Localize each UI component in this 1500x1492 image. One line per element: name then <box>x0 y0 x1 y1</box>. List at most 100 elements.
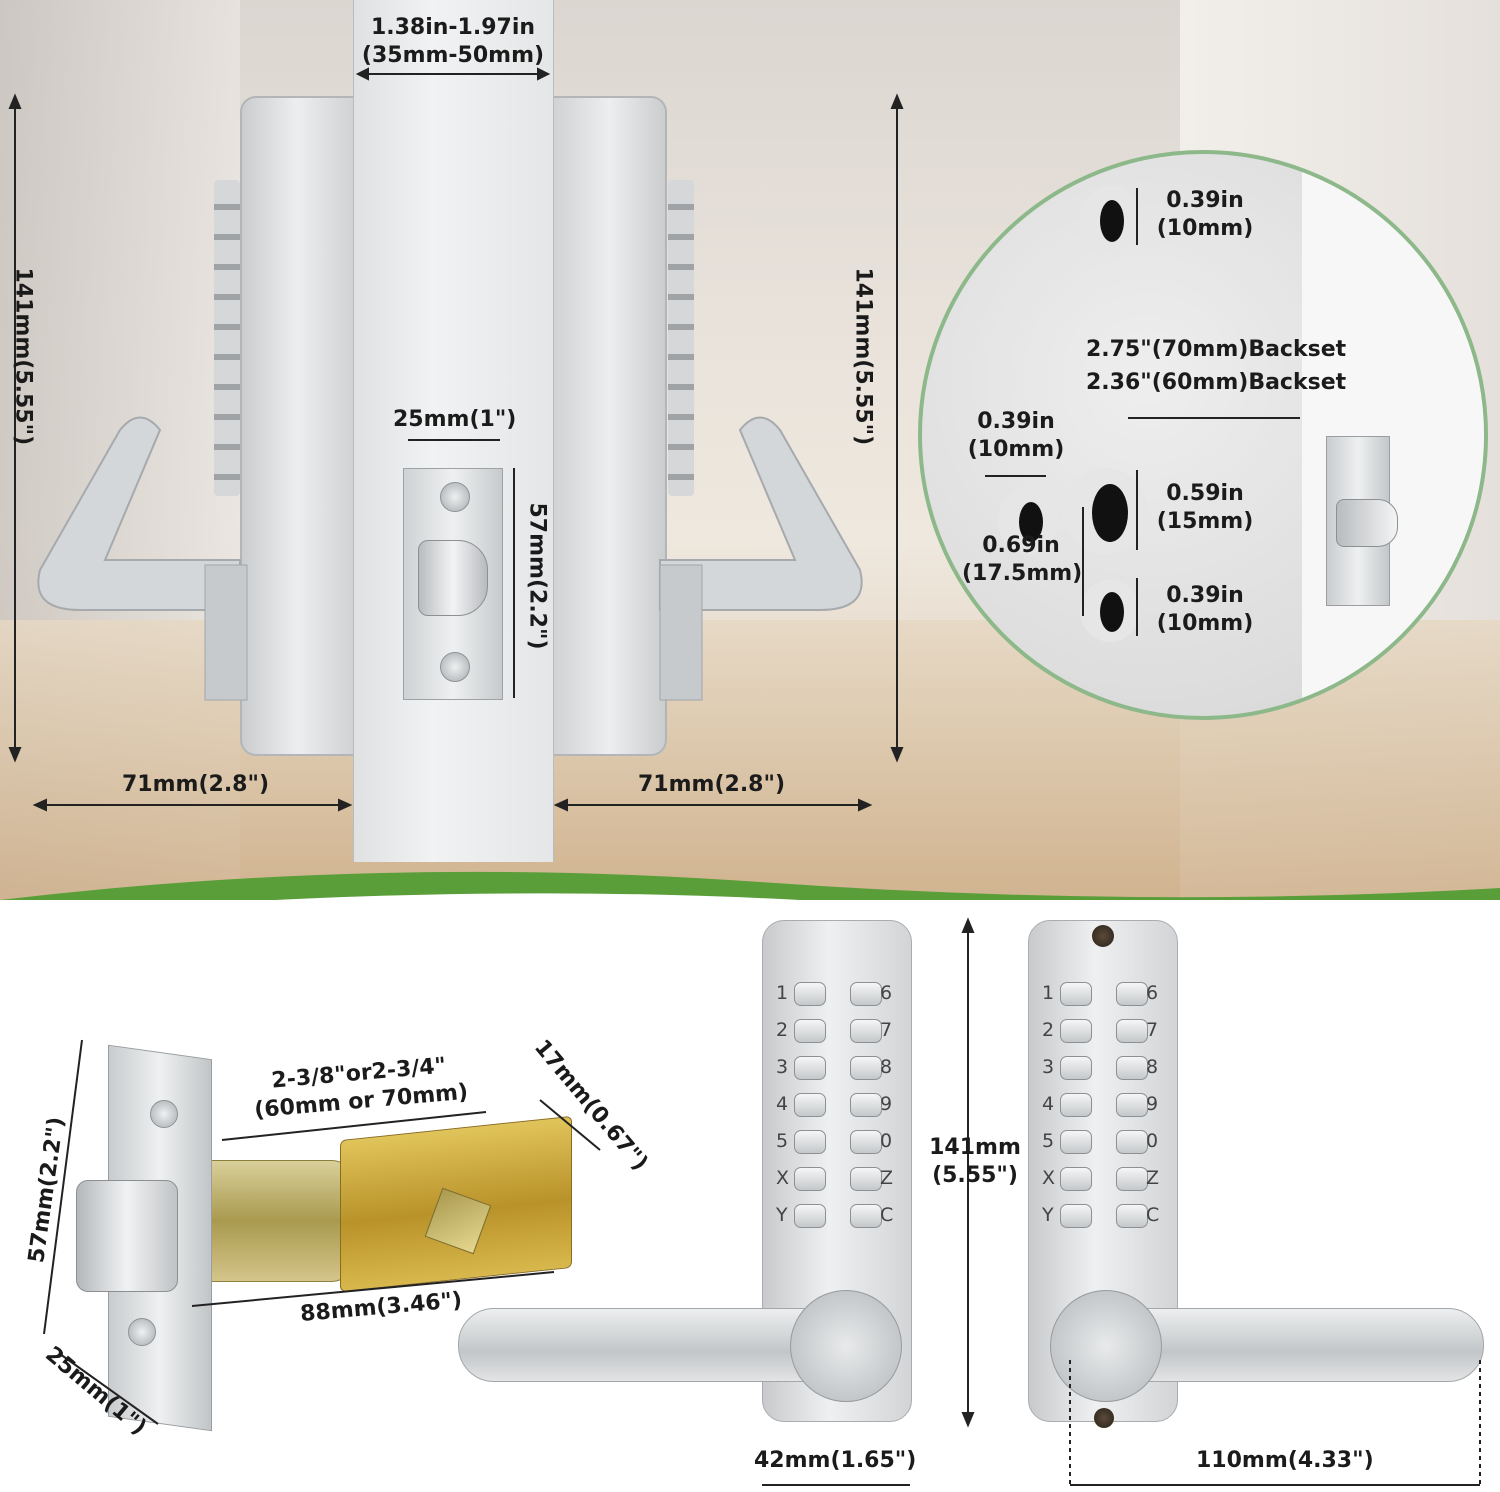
lever-rose-right <box>1050 1290 1162 1402</box>
door-edge <box>1302 154 1484 716</box>
keypad-button[interactable] <box>794 982 826 1006</box>
hole-left-mm: (10mm) <box>967 436 1065 462</box>
screw-icon <box>440 652 470 682</box>
lever-length-label: 110mm(4.33") <box>1196 1448 1374 1473</box>
keypad-button[interactable] <box>794 1167 826 1191</box>
keypad-button[interactable] <box>794 1056 826 1080</box>
hole-center <box>1092 484 1128 542</box>
key-label: 6 <box>1146 982 1159 1004</box>
keypad-height-label: 141mm (5.55") <box>920 1134 1030 1189</box>
hole-top-label: 0.39in (10mm) <box>1150 187 1260 242</box>
depth-left-label: 71mm(2.8") <box>122 772 270 797</box>
key-label: 7 <box>1146 1019 1159 1041</box>
lock-body-left <box>240 96 355 756</box>
keypad-button[interactable] <box>1116 982 1148 1006</box>
keypad-button[interactable] <box>1060 982 1092 1006</box>
hole-top-mm: (10mm) <box>1156 215 1254 241</box>
keypad-button[interactable] <box>1060 1056 1092 1080</box>
key-label: 3 <box>776 1056 789 1078</box>
override-keyhole-icon <box>1092 925 1114 947</box>
keypad-button[interactable] <box>850 1093 882 1117</box>
hole-bottom-in: 0.39in <box>1166 583 1244 608</box>
keypad-button[interactable] <box>1060 1167 1092 1191</box>
hole-bottom-label: 0.39in (10mm) <box>1150 582 1260 637</box>
latch-width-label: 25mm(1") <box>393 407 517 432</box>
key-label: Y <box>1042 1204 1054 1226</box>
edge-latch-bolt <box>1336 499 1398 547</box>
key-label: Z <box>880 1167 894 1189</box>
lock-body-right <box>552 96 667 756</box>
top-dimension-lines <box>8 67 904 812</box>
hole-bottom-mm: (10mm) <box>1156 610 1254 636</box>
keypad-button[interactable] <box>1060 1019 1092 1043</box>
key-label: 0 <box>1146 1130 1159 1152</box>
keypad-button[interactable] <box>1060 1204 1092 1228</box>
hole-center-label: 0.59in (15mm) <box>1150 480 1260 535</box>
lever-rose-left <box>790 1290 902 1402</box>
keypad-height-mm: 141mm <box>929 1135 1021 1160</box>
keypad-height-in: (5.55") <box>932 1162 1018 1188</box>
key-label: 7 <box>880 1019 893 1041</box>
key-label: 9 <box>1146 1093 1159 1115</box>
hole-left-label: 0.39in (10mm) <box>962 408 1070 463</box>
door-cross-section <box>353 0 554 862</box>
keypad-button[interactable] <box>850 982 882 1006</box>
keypad-button[interactable] <box>794 1204 826 1228</box>
key-label: 5 <box>1042 1130 1055 1152</box>
depth-right-label: 71mm(2.8") <box>638 772 786 797</box>
keypad-button[interactable] <box>850 1204 882 1228</box>
door-thickness-mm: (35mm-50mm) <box>361 42 545 68</box>
key-label: Y <box>776 1204 788 1226</box>
screw-hole-icon <box>1094 1408 1114 1428</box>
keypad-button[interactable] <box>1116 1093 1148 1117</box>
key-label: 0 <box>880 1130 893 1152</box>
hole-spacing-in: 0.69in <box>982 533 1060 558</box>
key-label: C <box>1146 1204 1160 1226</box>
key-label: X <box>1042 1167 1056 1189</box>
circle-dimension-lines <box>985 188 1300 636</box>
backset-70-label: 2.75"(70mm)Backset <box>1086 337 1347 362</box>
keypad-button[interactable] <box>1116 1019 1148 1043</box>
key-label: 1 <box>776 982 789 1004</box>
hole-spacing-mm: (17.5mm) <box>962 560 1083 586</box>
hole-center-in: 0.59in <box>1166 481 1244 506</box>
hole-bottom <box>1100 592 1124 632</box>
hole-spacing-label: 0.69in (17.5mm) <box>962 532 1083 587</box>
screw-icon <box>150 1100 178 1128</box>
keypad-button[interactable] <box>850 1056 882 1080</box>
key-label: 4 <box>776 1093 789 1115</box>
key-label: 1 <box>1042 982 1055 1004</box>
keypad-button[interactable] <box>794 1019 826 1043</box>
keypad-button[interactable] <box>1116 1056 1148 1080</box>
key-label: 9 <box>880 1093 893 1115</box>
hole-top <box>1100 200 1124 242</box>
hole-center-mm: (15mm) <box>1156 508 1254 534</box>
latch-bolt <box>418 540 488 616</box>
keypad-button[interactable] <box>850 1130 882 1154</box>
keypad-button[interactable] <box>850 1019 882 1043</box>
keypad-button[interactable] <box>1116 1167 1148 1191</box>
door-thickness-label: 1.38in-1.97in (35mm-50mm) <box>360 14 546 69</box>
key-label: 8 <box>880 1056 893 1078</box>
key-label: 6 <box>880 982 893 1004</box>
keypad-button[interactable] <box>1116 1130 1148 1154</box>
keypad-button[interactable] <box>794 1130 826 1154</box>
hole-left <box>1019 502 1043 542</box>
key-label: 4 <box>1042 1093 1055 1115</box>
keypad-button[interactable] <box>794 1093 826 1117</box>
hole-left-in: 0.39in <box>977 409 1055 434</box>
key-label: 8 <box>1146 1056 1159 1078</box>
latch-bolt-bottom <box>76 1180 178 1292</box>
door-thickness-in: 1.38in-1.97in <box>370 15 536 40</box>
keypad-side-right <box>668 180 694 496</box>
keypad-button[interactable] <box>1116 1204 1148 1228</box>
key-label: 3 <box>1042 1056 1055 1078</box>
keypad-button[interactable] <box>850 1167 882 1191</box>
keypad-button[interactable] <box>1060 1130 1092 1154</box>
keypad-width-label: 42mm(1.65") <box>754 1448 917 1473</box>
key-label: 2 <box>1042 1019 1055 1041</box>
keypad-button[interactable] <box>1060 1093 1092 1117</box>
key-label: 2 <box>776 1019 789 1041</box>
